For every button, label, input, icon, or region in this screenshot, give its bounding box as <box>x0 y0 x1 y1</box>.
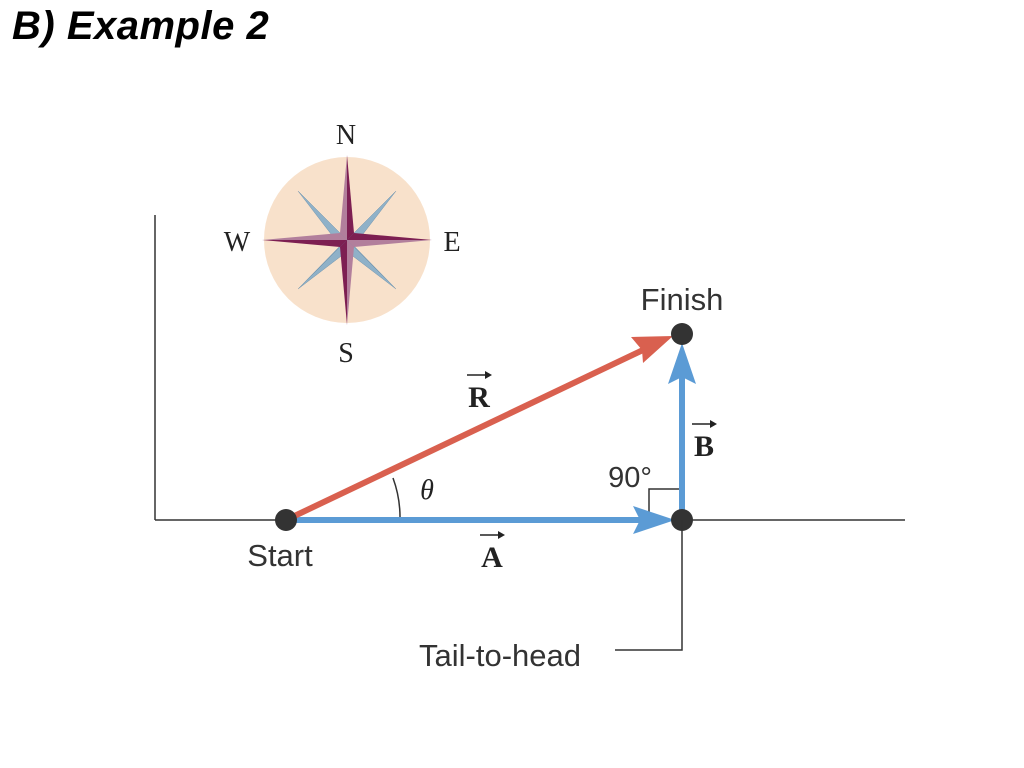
vector-r-label-arrowhead <box>485 371 492 379</box>
vector-r-letter: R <box>468 381 490 414</box>
theta-arc <box>392 477 401 521</box>
right-angle-marker <box>648 488 681 520</box>
vector-b-label: B <box>692 420 717 463</box>
compass-north-label: N <box>336 120 356 151</box>
vector-r-arrowhead <box>631 336 673 363</box>
compass-east-label: E <box>443 227 460 258</box>
vector-b-letter: B <box>694 430 714 463</box>
vector-a-letter: A <box>481 541 503 574</box>
right-angle-label: 90° <box>608 462 652 494</box>
theta-label: θ <box>420 475 434 506</box>
compass-west-label: W <box>224 227 251 258</box>
vector-b-label-arrowhead <box>710 420 717 428</box>
tail-to-head-label: Tail-to-head <box>419 638 581 673</box>
vector-b-arrowhead <box>668 343 696 384</box>
vector-r-shaft <box>284 346 647 523</box>
vector-a-arrowhead <box>633 506 675 534</box>
compass-rose: N S W E <box>224 120 461 369</box>
start-point <box>275 509 297 531</box>
vector-r-label: R <box>467 371 492 414</box>
compass-south-label: S <box>338 338 354 369</box>
finish-point <box>671 323 693 345</box>
slide-title: B) Example 2 <box>12 4 270 48</box>
vector-a-label: A <box>480 531 505 574</box>
vector-a-label-arrowhead <box>498 531 505 539</box>
tail-to-head-leader-line <box>615 520 683 651</box>
start-label: Start <box>247 538 313 573</box>
finish-label: Finish <box>641 282 724 317</box>
vector-a <box>286 506 675 534</box>
vector-b <box>668 343 696 520</box>
compass-main-star <box>262 155 432 325</box>
vector-r <box>284 336 673 523</box>
